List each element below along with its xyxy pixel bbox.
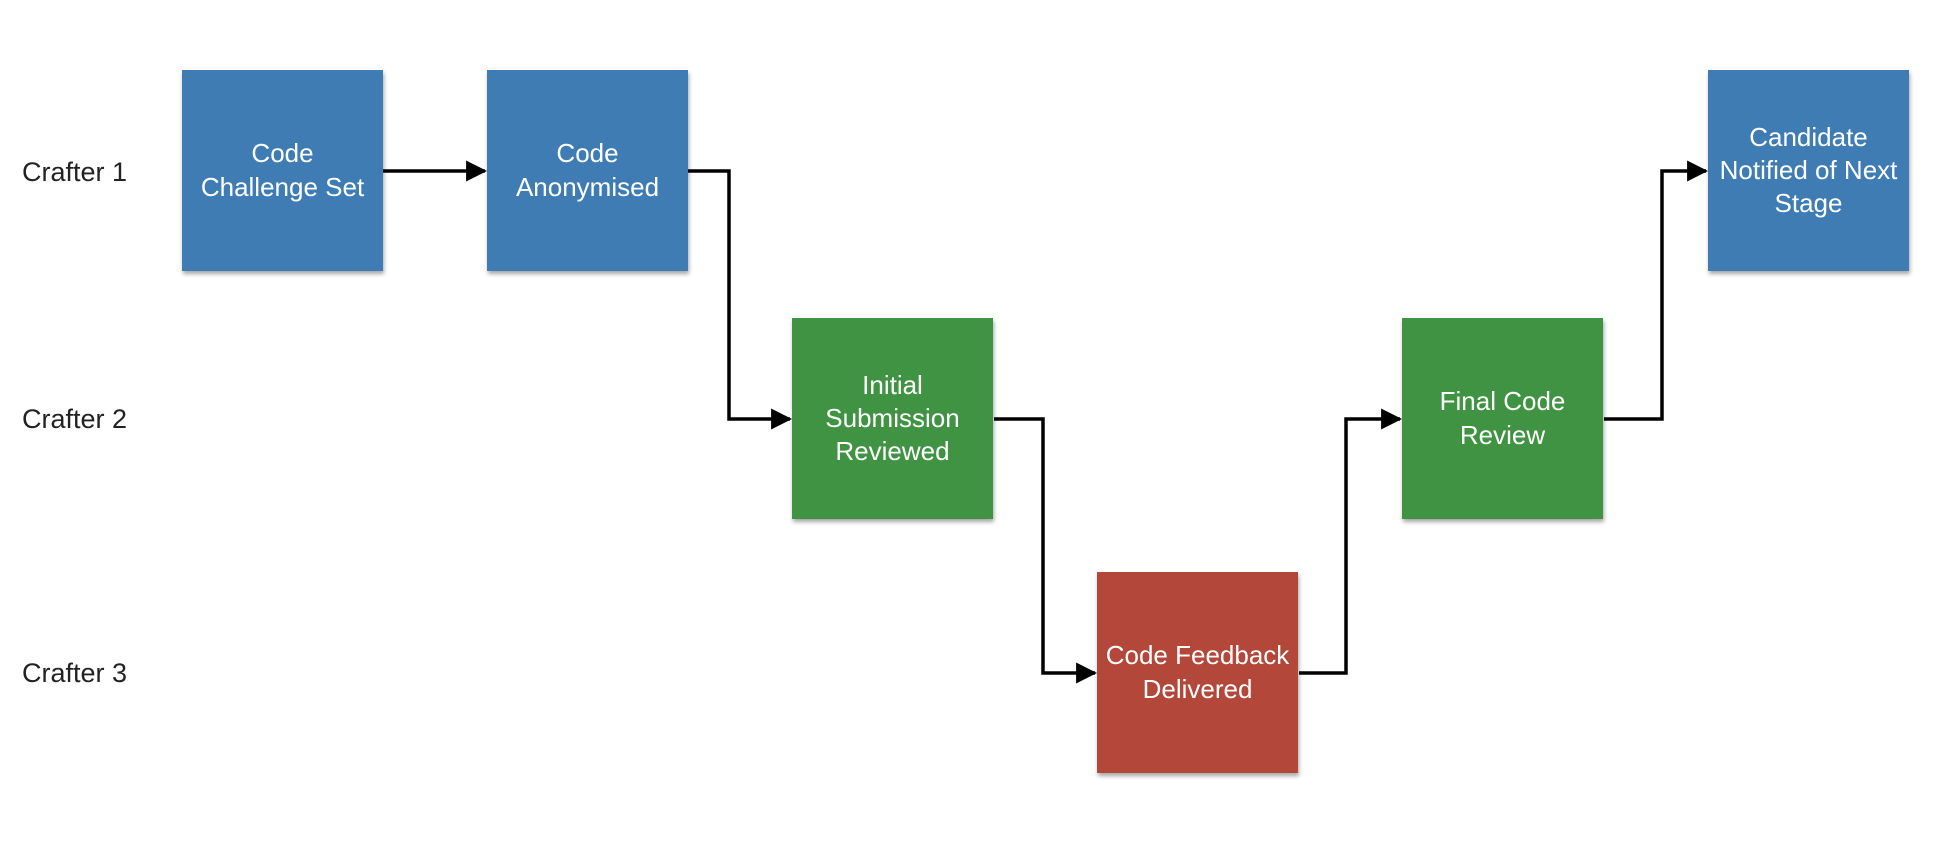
step-candidate-notified: Candidate Notified of Next Stage — [1708, 70, 1909, 271]
step-initial-submission-reviewed: Initial Submission Reviewed — [792, 318, 993, 519]
lane-label-crafter-2: Crafter 2 — [22, 404, 128, 434]
step-label: Code Challenge Set — [200, 138, 365, 202]
connector-anonymised-to-initial-review — [688, 169, 793, 430]
step-label: Initial Submission Reviewed — [825, 369, 960, 467]
lane-label-crafter-3: Crafter 3 — [22, 658, 128, 688]
step-label: Code Anonymised — [515, 138, 660, 202]
connector-final-review-to-notified — [1604, 160, 1709, 421]
step-final-code-review: Final Code Review — [1402, 318, 1603, 519]
lane-label-crafter-1: Crafter 1 — [22, 157, 128, 187]
step-code-feedback-delivered: Code Feedback Delivered — [1097, 572, 1298, 773]
step-label: Final Code Review — [1439, 386, 1566, 450]
connector-initial-review-to-feedback — [994, 417, 1098, 684]
connector-feedback-to-final-review — [1299, 408, 1403, 675]
step-label: Candidate Notified of Next Stage — [1719, 121, 1898, 219]
step-code-anonymised: Code Anonymised — [487, 70, 688, 271]
step-label: Code Feedback Delivered — [1105, 640, 1290, 704]
step-code-challenge-set: Code Challenge Set — [182, 70, 383, 271]
